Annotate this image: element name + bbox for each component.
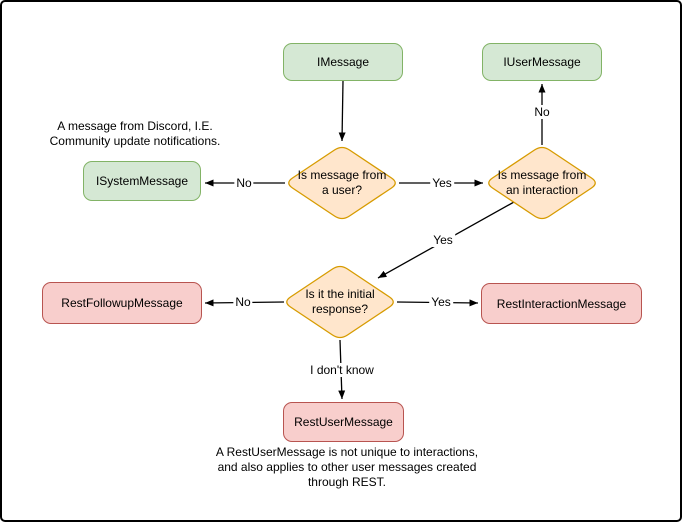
decision-initial-response-shape (286, 265, 394, 339)
decision-from-interaction-shape (488, 146, 596, 220)
decision-from-interaction-label: Is message from an interaction (498, 168, 587, 198)
node-isystemmessage: ISystemMessage (83, 161, 201, 201)
edge-label-user-yes: Yes (430, 176, 454, 190)
edge-label-initial-unknown: I don't know (308, 363, 376, 377)
node-restusermessage-label: RestUserMessage (294, 415, 393, 429)
decision-from-user-line2: a user? (321, 183, 363, 197)
node-isystemmessage-label: ISystemMessage (95, 174, 189, 188)
note-rest-user-message-line1: A RestUserMessage is not unique to inter… (215, 445, 479, 459)
edge-imessage-to-from-user (338, 80, 346, 142)
decision-from-interaction-line1: Is message from (497, 168, 587, 182)
node-restinteractionmessage-label: RestInteractionMessage (496, 296, 627, 311)
node-iusermessage: IUserMessage (482, 43, 602, 81)
decision-from-interaction-line2: an interaction (505, 183, 579, 197)
edge-label-user-no: No (234, 176, 254, 190)
node-imessage: IMessage (283, 43, 403, 81)
decision-initial-response-line2: response? (311, 302, 369, 316)
note-system-message: A message from Discord, I.E. Community u… (35, 119, 235, 149)
edge-label-initial-yes: Yes (429, 295, 453, 309)
node-restusermessage: RestUserMessage (283, 402, 404, 442)
edge-label-interaction-yes: Yes (431, 233, 455, 247)
note-rest-user-message-line2: and also applies to other user messages … (217, 460, 477, 474)
node-imessage-label: IMessage (316, 55, 370, 69)
note-rest-user-message: A RestUserMessage is not unique to inter… (187, 445, 507, 490)
node-restinteractionmessage: RestInteractionMessage (481, 283, 642, 324)
note-system-message-line1: A message from Discord, I.E. (57, 119, 213, 133)
edge-label-initial-no: No (233, 295, 253, 309)
decision-from-user-line1: Is message from (297, 168, 387, 182)
decision-from-user-shape (288, 146, 396, 220)
decision-from-user-label: Is message from a user? (298, 168, 387, 198)
node-restfollowupmessage: RestFollowupMessage (42, 282, 202, 324)
edge-label-interaction-no: No (532, 105, 552, 119)
node-iusermessage-label: IUserMessage (503, 55, 581, 69)
note-system-message-line2: Community update notifications. (49, 134, 221, 148)
decision-initial-response-line1: Is it the initial (305, 287, 375, 301)
decision-initial-response-label: Is it the initial response? (305, 287, 374, 317)
node-restfollowupmessage-label: RestFollowupMessage (61, 296, 183, 310)
note-rest-user-message-line3: through REST. (307, 475, 387, 489)
